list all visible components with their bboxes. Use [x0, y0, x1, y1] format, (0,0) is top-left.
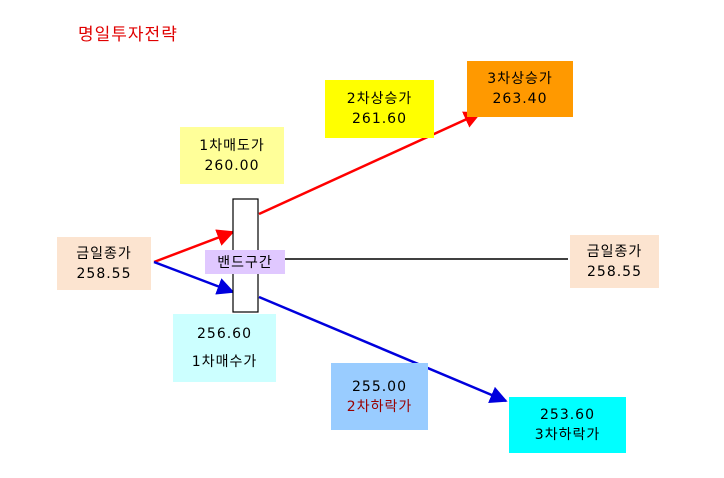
sell-1st-label: 1차매도가 [199, 137, 265, 154]
rise-3rd-box: 3차상승가 263.40 [467, 61, 573, 117]
buy-1st-label: 1차매수가 [191, 354, 258, 370]
page-title: 명일투자전략 [78, 25, 178, 45]
today-close-right-box: 금일종가 258.55 [570, 235, 659, 288]
sell-1st-box: 1차매도가 260.00 [180, 127, 284, 184]
fall-3rd-label: 3차하락가 [534, 427, 601, 443]
today-close-left-value: 258.55 [76, 265, 132, 282]
sell-1st-value: 260.00 [204, 157, 260, 174]
today-close-right-value: 258.55 [587, 263, 642, 280]
today-close-right-label: 금일종가 [586, 243, 643, 260]
band-range-label: 밴드구간 [205, 250, 285, 274]
close-arrow-up [153, 229, 235, 264]
rise-arrow-line [258, 111, 482, 216]
buy-1st-value: 256.60 [197, 326, 252, 342]
rise-2nd-value: 261.60 [352, 111, 407, 127]
rise-3rd-value: 263.40 [492, 91, 548, 107]
fall-2nd-value: 255.00 [352, 378, 407, 395]
buy-1st-box: 256.60 1차매수가 [173, 314, 276, 382]
close-arrow-down [153, 260, 235, 295]
fall-3rd-box: 253.60 3차하락가 [509, 397, 626, 453]
rise-2nd-label: 2차상승가 [346, 91, 413, 107]
fall-arrow-line [258, 295, 508, 403]
today-close-left-label: 금일종가 [76, 245, 132, 262]
today-close-left-box: 금일종가 258.55 [57, 237, 151, 290]
rise-3rd-label: 3차상승가 [487, 71, 553, 87]
fall-2nd-box: 255.00 2차하락가 [331, 363, 428, 430]
rise-2nd-box: 2차상승가 261.60 [325, 80, 434, 138]
fall-2nd-label: 2차하락가 [346, 398, 413, 415]
fall-3rd-value: 253.60 [540, 407, 595, 423]
